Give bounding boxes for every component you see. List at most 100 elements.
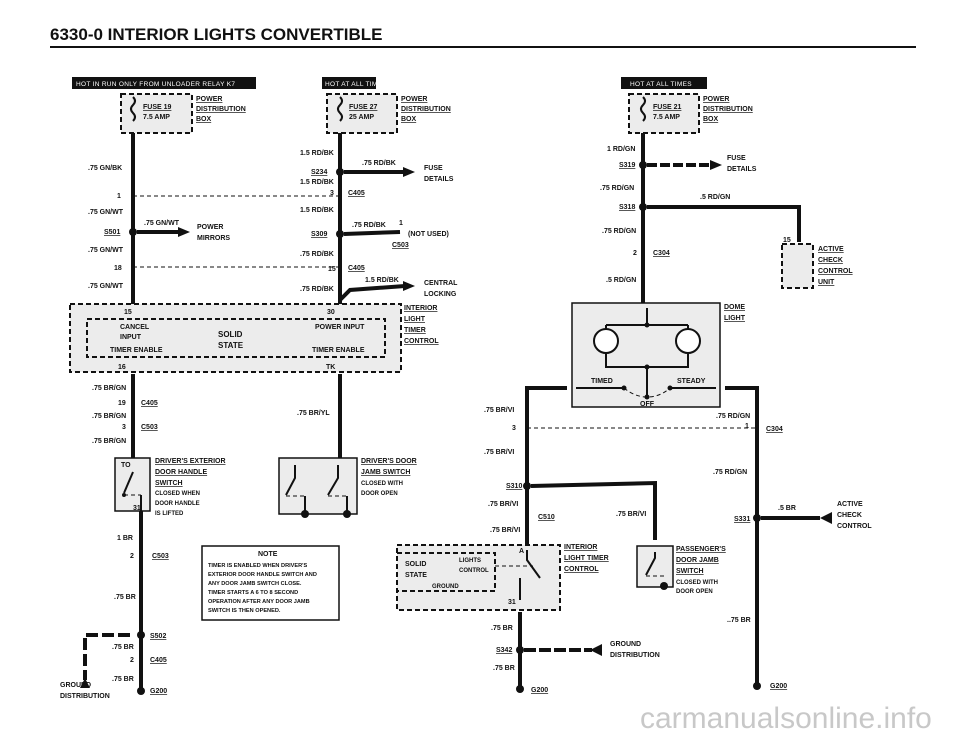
module-text: SOLID — [405, 561, 426, 568]
banner-middle-text: HOT AT ALL TIMES — [325, 81, 387, 88]
connector-label: C503 — [392, 242, 409, 249]
splice-label: S319 — [619, 162, 635, 169]
note-line: ANY DOOR JAMB SWITCH CLOSE. — [208, 581, 302, 587]
pin-label: 31 — [133, 505, 141, 512]
pin-label: TO — [121, 462, 131, 469]
connector-pin: 1 — [117, 193, 121, 200]
component-label: ACTIVE — [818, 246, 844, 253]
pin-function: TIMER ENABLE — [110, 347, 163, 354]
pdb-label: POWER — [401, 96, 427, 103]
wire-label: .75 BR/VI — [484, 407, 514, 414]
wire-label: .75 BR/VI — [616, 511, 646, 518]
wire-label: .75 RD/GN — [602, 228, 636, 235]
wire-label: .75 BR/GN — [92, 438, 126, 445]
wire-label: .75 BR/VI — [490, 527, 520, 534]
connector-label: C510 — [538, 514, 555, 521]
destination-label: FUSE — [424, 165, 443, 172]
pin-label: A — [519, 548, 524, 555]
ground-label: G200 — [150, 688, 167, 695]
wire-label: .75 BR — [112, 676, 134, 683]
module-text: STATE — [218, 341, 244, 350]
pin-label: 31 — [508, 599, 516, 606]
wire-label: .75 RD/GN — [600, 185, 634, 192]
wire-label: .75 BR — [493, 665, 515, 672]
connector-label: C304 — [766, 426, 783, 433]
connector-pin: 2 — [130, 553, 134, 560]
watermark: carmanualsonline.info — [640, 702, 932, 735]
wire-label: .75 RD/GN — [713, 469, 747, 476]
connector-label: C405 — [141, 400, 158, 407]
wire-label: .75 RD/BK — [300, 286, 334, 293]
connector-label: C503 — [141, 424, 158, 431]
pin-label: TK — [326, 364, 335, 371]
connector-pin: 3 — [330, 190, 334, 197]
connector-pin: 19 — [118, 400, 126, 407]
wire-label: .5 RD/GN — [606, 277, 636, 284]
note-line: OPERATION AFTER ANY DOOR JAMB — [208, 599, 310, 605]
destination-label: FUSE — [727, 155, 746, 162]
component-note: DOOR OPEN — [676, 589, 713, 595]
connector-pin: 2 — [130, 657, 134, 664]
pdb-label: POWER — [703, 96, 729, 103]
left-circuit: .75 GN/BK 1 .75 GN/WT S501 .75 GN/WT POW… — [88, 133, 340, 305]
destination-label: ACTIVE — [837, 501, 863, 508]
wire-label: 1.5 RD/BK — [300, 207, 334, 214]
wire-label: .75 RD/BK — [352, 222, 386, 229]
fuse-box-27: FUSE 27 25 AMP POWER DISTRIBUTION BOX — [326, 93, 451, 134]
pdb-label: POWER — [196, 96, 222, 103]
destination-label: GROUND — [610, 641, 641, 648]
fuse-21-amp: 7.5 AMP — [653, 114, 680, 121]
fuse-21-name: FUSE 21 — [653, 104, 682, 111]
component-label: CHECK — [818, 257, 843, 264]
splice-label: S310 — [506, 483, 522, 490]
splice-label: S234 — [311, 169, 327, 176]
component-note: DOOR HANDLE — [155, 501, 200, 507]
fuse-box-19: FUSE 19 7.5 AMP POWER DISTRIBUTION BOX — [120, 93, 246, 134]
middle-circuit: 1.5 RD/BK S234 .75 RD/BK FUSE DETAILS 1.… — [300, 133, 458, 305]
component-label: CONTROL — [818, 268, 853, 275]
connector-label: C405 — [348, 190, 365, 197]
pdb-label: DISTRIBUTION — [703, 106, 753, 113]
wire-label: .5 BR — [778, 505, 796, 512]
splice-label: S502 — [150, 633, 166, 640]
destination-label: CONTROL — [837, 523, 872, 530]
component-label: INTERIOR — [564, 544, 597, 551]
wire-label: 1 RD/GN — [607, 146, 635, 153]
component-label: CONTROL — [404, 338, 439, 345]
fuse-27-amp: 25 AMP — [349, 114, 374, 121]
wire-label: .75 BR/VI — [484, 449, 514, 456]
connector-label: C405 — [150, 657, 167, 664]
component-note: IS LIFTED — [155, 511, 184, 517]
pin-label: 30 — [327, 309, 335, 316]
splice-label: S309 — [311, 231, 327, 238]
component-label: DOOR HANDLE — [155, 469, 207, 476]
connector-pin: 1 — [399, 220, 403, 227]
wire-label: .75 BR/YL — [297, 410, 330, 417]
connector-pin: 2 — [633, 250, 637, 257]
destination-label: DISTRIBUTION — [610, 652, 660, 659]
pdb-label: BOX — [196, 116, 212, 123]
pin-label: 15 — [124, 309, 132, 316]
module-text: STATE — [405, 572, 427, 579]
wire-label: 1.5 RD/BK — [365, 277, 399, 284]
component-note: CLOSED WITH — [361, 481, 403, 487]
component-label: CONTROL — [564, 566, 599, 573]
connector-pin: 1 — [745, 423, 749, 430]
module-text: LIGHTS — [459, 558, 481, 564]
switch-position: OFF — [640, 401, 655, 408]
pin-label: 16 — [118, 364, 126, 371]
component-label: LIGHT — [724, 315, 746, 322]
module-text: SOLID — [218, 330, 243, 339]
component-label: JAMB SWITCH — [361, 469, 410, 476]
component-label: TIMER — [404, 327, 426, 334]
page-title: 6330-0 INTERIOR LIGHTS CONVERTIBLE — [50, 25, 383, 44]
banner-right — [621, 77, 707, 89]
component-label: DOME — [724, 304, 745, 311]
wire-label: 1.5 RD/BK — [300, 150, 334, 157]
fuse-box-21: FUSE 21 7.5 AMP POWER DISTRIBUTION BOX — [628, 93, 753, 134]
note-line: EXTERIOR DOOR HANDLE SWITCH AND — [208, 572, 317, 578]
connector-pin: 15 — [328, 266, 336, 273]
wire-label: .75 BR/GN — [92, 385, 126, 392]
connector-label: C503 — [152, 553, 169, 560]
